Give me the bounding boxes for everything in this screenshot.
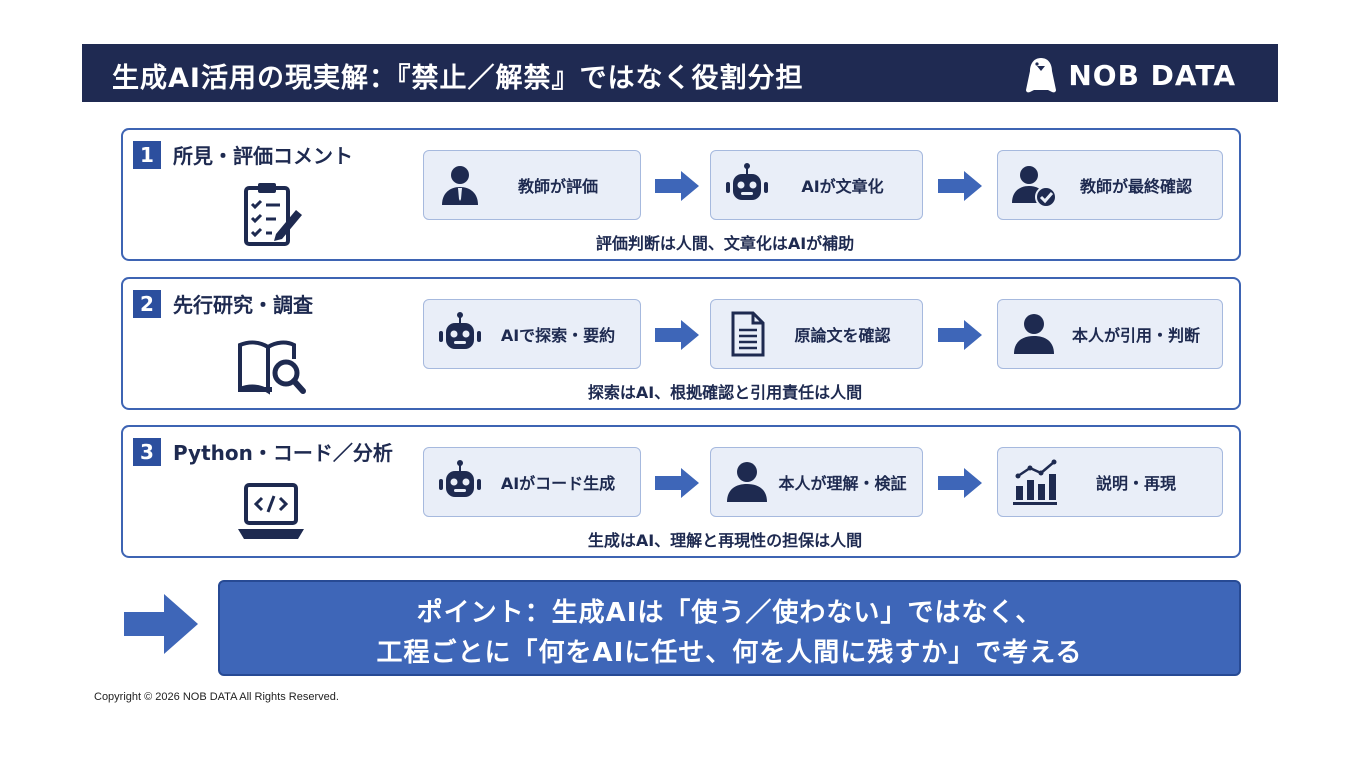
section-caption: 探索はAI、根拠確認と引用責任は人間 (587, 383, 863, 402)
step-box: 原論文を確認 (710, 299, 923, 369)
person-icon (727, 462, 767, 502)
section-title: Python・コード／分析 (173, 441, 393, 465)
step-label: AIがコード生成 (500, 474, 616, 493)
step-box: AIが文章化 (710, 150, 923, 220)
arrow-right-icon (938, 320, 982, 350)
section-header: 2 先行研究・調査 (133, 289, 313, 318)
copyright-text: Copyright © 2026 NOB DATA All Rights Res… (94, 691, 339, 703)
section-number: 2 (133, 289, 161, 318)
step-box: 本人が理解・検証 (710, 447, 923, 517)
step-box: AIで探索・要約 (423, 299, 641, 369)
document-icon (731, 311, 765, 357)
section-header: 1 所見・評価コメント (133, 140, 353, 169)
brand-name: NOB DATA (1068, 58, 1236, 92)
step-label: AIで探索・要約 (500, 326, 616, 345)
arrow-right-icon (655, 171, 699, 201)
brand-logo: NOB DATA (1024, 56, 1236, 94)
arrow-right-icon (124, 594, 198, 654)
step-label: 本人が引用・判断 (1071, 326, 1200, 345)
step-box: AIがコード生成 (423, 447, 641, 517)
robot-icon (726, 163, 768, 200)
clipboard-checklist-icon (244, 183, 302, 246)
section-number: 3 (133, 437, 161, 466)
step-box: 教師が最終確認 (997, 150, 1223, 220)
key-point-line-1: ポイント：生成AIは「使う／使わない」ではなく、 (416, 598, 1043, 628)
step-label: 教師が最終確認 (1079, 177, 1192, 196)
penguin-icon (1026, 58, 1057, 93)
page-title: 生成AI活用の現実解：『禁止／解禁』ではなく役割分担 (112, 63, 804, 94)
step-box: 教師が評価 (423, 150, 641, 220)
key-point-banner: ポイント：生成AIは「使う／使わない」ではなく、 工程ごとに「何をAIに任せ、何… (218, 580, 1241, 676)
book-search-icon (238, 340, 306, 395)
robot-icon (439, 460, 481, 497)
step-label: AIが文章化 (801, 177, 884, 196)
key-point-line-2: 工程ごとに「何をAIに任せ、何を人間に残すか」で考える (376, 638, 1083, 668)
teacher-icon (442, 166, 478, 205)
arrow-right-icon (938, 171, 982, 201)
arrow-right-icon (655, 320, 699, 350)
step-label: 教師が評価 (517, 177, 598, 196)
section-header: 3 Python・コード／分析 (133, 437, 393, 466)
person-check-icon (1012, 166, 1057, 208)
section-title: 所見・評価コメント (173, 144, 353, 168)
section-research: 2 先行研究・調査 AIで探索・要約 原論文を確認 本人が (121, 277, 1241, 410)
step-box: 本人が引用・判断 (997, 299, 1223, 369)
laptop-code-icon (238, 483, 304, 539)
section-python: 3 Python・コード／分析 AIがコード生成 本人が理解・検証 (121, 425, 1241, 558)
section-evaluation: 1 所見・評価コメント 教師が評価 AIが文章化 (121, 128, 1241, 261)
chart-icon (1013, 459, 1057, 505)
header-bar: 生成AI活用の現実解：『禁止／解禁』ではなく役割分担 NOB DATA (82, 44, 1278, 102)
section-number: 1 (133, 140, 161, 169)
section-caption: 評価判断は人間、文章化はAIが補助 (595, 234, 855, 253)
person-icon (1014, 314, 1054, 354)
section-title: 先行研究・調査 (173, 293, 313, 317)
section-caption: 生成はAI、理解と再現性の担保は人間 (587, 531, 863, 550)
step-label: 原論文を確認 (794, 326, 891, 345)
robot-icon (439, 312, 481, 349)
arrow-right-icon (938, 468, 982, 498)
step-label: 説明・再現 (1095, 474, 1176, 493)
step-label: 本人が理解・検証 (778, 474, 907, 493)
arrow-right-icon (655, 468, 699, 498)
step-box: 説明・再現 (997, 447, 1223, 517)
